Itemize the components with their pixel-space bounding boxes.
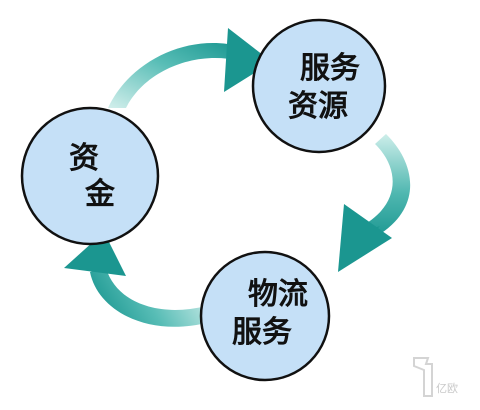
node-service-resources: 服务 资源 (251, 18, 387, 154)
node-logistics-service-line1: 物流 (248, 277, 308, 312)
watermark: 亿欧 (413, 357, 458, 397)
watermark-logo-icon (413, 357, 433, 397)
node-funds-line2: 金 (84, 177, 116, 212)
watermark-text: 亿欧 (436, 382, 458, 395)
node-service-resources-line2: 资源 (288, 89, 348, 124)
arrow-funds-to-service (108, 28, 272, 108)
node-logistics-service: 物流 服务 (199, 250, 331, 382)
arrow-logistics-to-funds (64, 232, 210, 327)
node-funds: 资 金 (20, 106, 160, 246)
node-funds-line1: 资 (69, 141, 99, 176)
node-service-resources-line1: 服务 (300, 51, 360, 86)
arrow-service-to-logistics (338, 134, 411, 272)
node-logistics-service-line2: 服务 (232, 315, 292, 350)
